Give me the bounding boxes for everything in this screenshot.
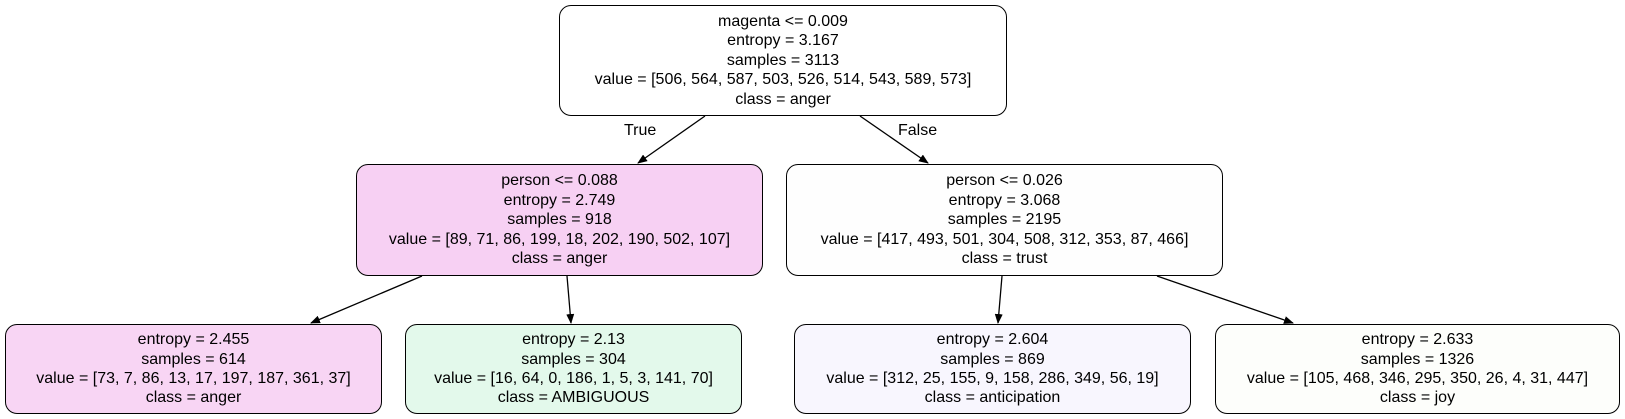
node-class: class = trust [961, 250, 1048, 268]
tree-leaf-2: entropy = 2.13 samples = 304 value = [16… [405, 324, 742, 414]
edge-root-left [637, 115, 706, 164]
node-samples: samples = 1326 [1360, 350, 1475, 368]
edge-left-leaf-1 [310, 275, 423, 324]
node-entropy: entropy = 2.455 [137, 331, 250, 349]
edge-right-leaf-4 [1156, 275, 1294, 324]
node-samples: samples = 2195 [947, 211, 1062, 229]
edge-right-leaf-3 [994, 275, 1003, 324]
node-samples: samples = 614 [141, 350, 246, 368]
node-class: class = AMBIGUOUS [497, 389, 650, 407]
edge-label-true: True [624, 122, 657, 139]
tree-node-left: person <= 0.088 entropy = 2.749 samples … [356, 164, 763, 276]
node-split-condition: person <= 0.026 [946, 172, 1063, 190]
node-samples: samples = 869 [940, 350, 1045, 368]
node-class: class = anticipation [924, 389, 1061, 407]
node-value: value = [89, 71, 86, 199, 18, 202, 190, … [388, 230, 731, 248]
tree-leaf-1: entropy = 2.455 samples = 614 value = [7… [5, 324, 382, 414]
node-entropy: entropy = 2.633 [1361, 331, 1474, 349]
edge-left-leaf-2 [566, 275, 575, 324]
node-entropy: entropy = 2.604 [936, 331, 1049, 349]
node-split-condition: person <= 0.088 [501, 172, 618, 190]
node-class: class = anger [735, 90, 831, 108]
node-value: value = [312, 25, 155, 9, 158, 286, 349,… [826, 370, 1159, 387]
node-value: value = [417, 493, 501, 304, 508, 312, 3… [820, 230, 1189, 248]
tree-leaf-3: entropy = 2.604 samples = 869 value = [3… [794, 324, 1191, 414]
edge-root-right [859, 115, 929, 164]
node-samples: samples = 3113 [726, 51, 840, 69]
tree-node-root: magenta <= 0.009 entropy = 3.167 samples… [559, 5, 1007, 116]
node-entropy: entropy = 2.749 [503, 191, 616, 209]
node-class: class = joy [1379, 389, 1456, 407]
node-value: value = [16, 64, 0, 186, 1, 5, 3, 141, 7… [434, 370, 713, 387]
node-entropy: entropy = 2.13 [522, 331, 625, 349]
tree-node-right: person <= 0.026 entropy = 3.068 samples … [786, 164, 1223, 276]
node-value: value = [105, 468, 346, 295, 350, 26, 4,… [1246, 370, 1589, 387]
node-samples: samples = 304 [521, 350, 626, 368]
node-entropy: entropy = 3.068 [948, 191, 1061, 209]
node-value: value = [506, 564, 587, 503, 526, 514, 5… [594, 71, 972, 89]
node-split-condition: magenta <= 0.009 [718, 12, 848, 30]
edge-label-false: False [898, 122, 938, 139]
node-class: class = anger [511, 250, 608, 268]
node-value: value = [73, 7, 86, 13, 17, 197, 187, 36… [36, 370, 351, 387]
node-samples: samples = 918 [507, 211, 612, 229]
tree-leaf-4: entropy = 2.633 samples = 1326 value = [… [1215, 324, 1620, 414]
node-class: class = anger [145, 389, 242, 407]
node-entropy: entropy = 3.167 [727, 32, 839, 50]
